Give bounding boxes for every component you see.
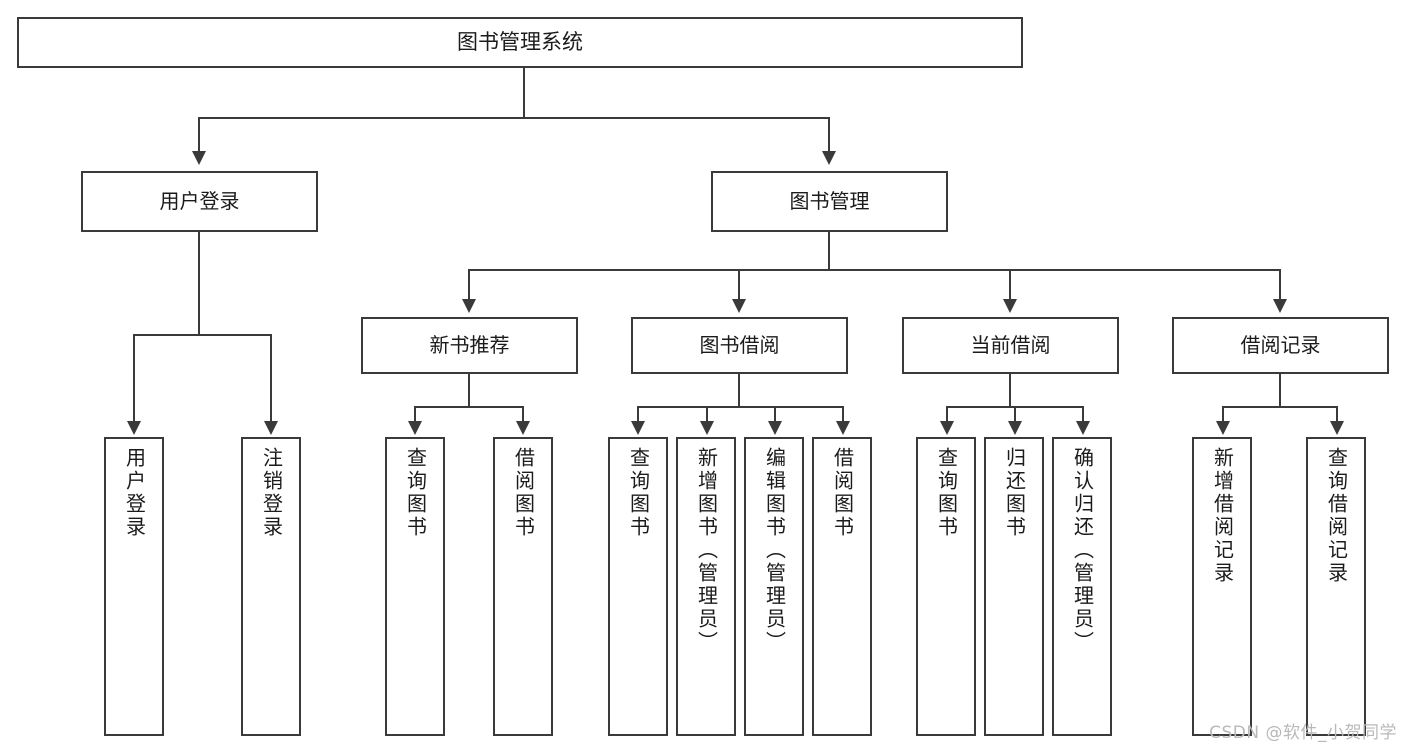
edge-borrow-record-leaf2	[1336, 406, 1338, 423]
node-root-system[interactable]: 图书管理系统	[17, 17, 1023, 68]
leaf-borrow-record-query[interactable]: 查询借阅记录	[1306, 437, 1366, 736]
arrow-current-borrow-leaf2	[1008, 421, 1022, 435]
edge-book-borrow-leaf3	[774, 406, 776, 423]
edge-borrow-record-bus	[1222, 406, 1338, 408]
edge-user-login-stem	[198, 232, 200, 335]
arrow-current-borrow-leaf3	[1076, 421, 1090, 435]
node-label: 用户登录	[159, 189, 240, 213]
arrow-user-login-leaf2	[264, 421, 278, 435]
leaf-new-book-query[interactable]: 查询图书	[385, 437, 445, 736]
leaf-book-borrow-add[interactable]: 新增图书（管理员）	[676, 437, 736, 736]
leaf-book-borrow-borrow[interactable]: 借阅图书	[812, 437, 872, 736]
edge-root-to-user-login	[198, 117, 200, 153]
csdn-watermark: CSDN @软件_小贺同学	[1209, 723, 1397, 743]
arrow-borrow-record-leaf2	[1330, 421, 1344, 435]
leaf-label: 查询借阅记录	[1324, 447, 1349, 585]
leaf-book-borrow-query[interactable]: 查询图书	[608, 437, 668, 736]
edge-current-borrow-stem	[1009, 374, 1011, 408]
arrow-current-borrow-leaf1	[940, 421, 954, 435]
leaf-label: 编辑图书（管理员）	[762, 447, 787, 654]
edge-root-stem	[523, 68, 525, 118]
leaf-current-borrow-confirm-return[interactable]: 确认归还（管理员）	[1052, 437, 1112, 736]
leaf-user-login-logout[interactable]: 注销登录	[241, 437, 301, 736]
node-label: 图书管理系统	[457, 30, 583, 55]
edge-bus-to-book-borrow	[738, 269, 740, 301]
leaf-label: 查询图书	[626, 447, 651, 539]
edge-book-mgmt-bus	[468, 269, 1280, 271]
node-borrow-record[interactable]: 借阅记录	[1172, 317, 1389, 374]
leaf-label: 用户登录	[122, 447, 147, 539]
arrow-book-borrow-leaf4	[836, 421, 850, 435]
leaf-label: 新增借阅记录	[1210, 447, 1235, 585]
arrow-to-book-mgmt	[822, 151, 836, 165]
edge-book-borrow-leaf4	[842, 406, 844, 423]
edge-user-login-leaf2	[270, 334, 272, 423]
node-book-management[interactable]: 图书管理	[711, 171, 948, 232]
node-label: 图书管理	[789, 189, 870, 213]
edge-book-borrow-leaf2	[706, 406, 708, 423]
edge-borrow-record-stem	[1279, 374, 1281, 408]
node-new-book-recommend[interactable]: 新书推荐	[361, 317, 578, 374]
arrow-new-book-leaf1	[408, 421, 422, 435]
arrow-to-user-login	[192, 151, 206, 165]
edge-bus-to-current-borrow	[1009, 269, 1011, 301]
edge-root-bus	[198, 117, 830, 119]
edge-current-borrow-leaf3	[1082, 406, 1084, 423]
edge-book-borrow-leaf1	[637, 406, 639, 423]
arrow-book-borrow-leaf2	[700, 421, 714, 435]
leaf-label: 借阅图书	[830, 447, 855, 539]
node-label: 借阅记录	[1240, 333, 1321, 357]
node-user-login[interactable]: 用户登录	[81, 171, 318, 232]
leaf-label: 归还图书	[1002, 447, 1027, 539]
leaf-current-borrow-query[interactable]: 查询图书	[916, 437, 976, 736]
node-book-borrow[interactable]: 图书借阅	[631, 317, 848, 374]
leaf-label: 注销登录	[259, 447, 284, 539]
leaf-current-borrow-return[interactable]: 归还图书	[984, 437, 1044, 736]
edge-current-borrow-leaf1	[946, 406, 948, 423]
arrow-book-borrow-leaf3	[768, 421, 782, 435]
edge-new-book-leaf2	[522, 406, 524, 423]
edge-bus-to-borrow-record	[1279, 269, 1281, 301]
edge-user-login-leaf1	[133, 334, 135, 423]
arrow-to-new-book	[462, 299, 476, 313]
leaf-user-login-login[interactable]: 用户登录	[104, 437, 164, 736]
leaf-label: 查询图书	[934, 447, 959, 539]
node-label: 当前借阅	[970, 333, 1051, 357]
leaf-label: 新增图书（管理员）	[694, 447, 719, 654]
edge-user-login-bus	[133, 334, 270, 336]
edge-new-book-bus	[414, 406, 524, 408]
arrow-new-book-leaf2	[516, 421, 530, 435]
edge-borrow-record-leaf1	[1222, 406, 1224, 423]
edge-book-borrow-stem	[738, 374, 740, 408]
node-label: 新书推荐	[429, 333, 510, 357]
arrow-user-login-leaf1	[127, 421, 141, 435]
leaf-label: 确认归还（管理员）	[1070, 447, 1095, 654]
edge-bus-to-new-book	[468, 269, 470, 301]
leaf-label: 查询图书	[403, 447, 428, 539]
edge-book-mgmt-stem	[828, 232, 830, 271]
node-label: 图书借阅	[699, 333, 780, 357]
arrow-to-book-borrow	[732, 299, 746, 313]
edge-current-borrow-leaf2	[1014, 406, 1016, 423]
edge-new-book-leaf1	[414, 406, 416, 423]
edge-new-book-stem	[468, 374, 470, 408]
arrow-borrow-record-leaf1	[1216, 421, 1230, 435]
leaf-label: 借阅图书	[511, 447, 536, 539]
leaf-new-book-borrow[interactable]: 借阅图书	[493, 437, 553, 736]
edge-book-borrow-bus	[637, 406, 844, 408]
arrow-to-current-borrow	[1003, 299, 1017, 313]
leaf-borrow-record-add[interactable]: 新增借阅记录	[1192, 437, 1252, 736]
arrow-to-borrow-record	[1273, 299, 1287, 313]
leaf-book-borrow-edit[interactable]: 编辑图书（管理员）	[744, 437, 804, 736]
edge-root-to-book-mgmt	[828, 117, 830, 153]
node-current-borrow[interactable]: 当前借阅	[902, 317, 1119, 374]
arrow-book-borrow-leaf1	[631, 421, 645, 435]
